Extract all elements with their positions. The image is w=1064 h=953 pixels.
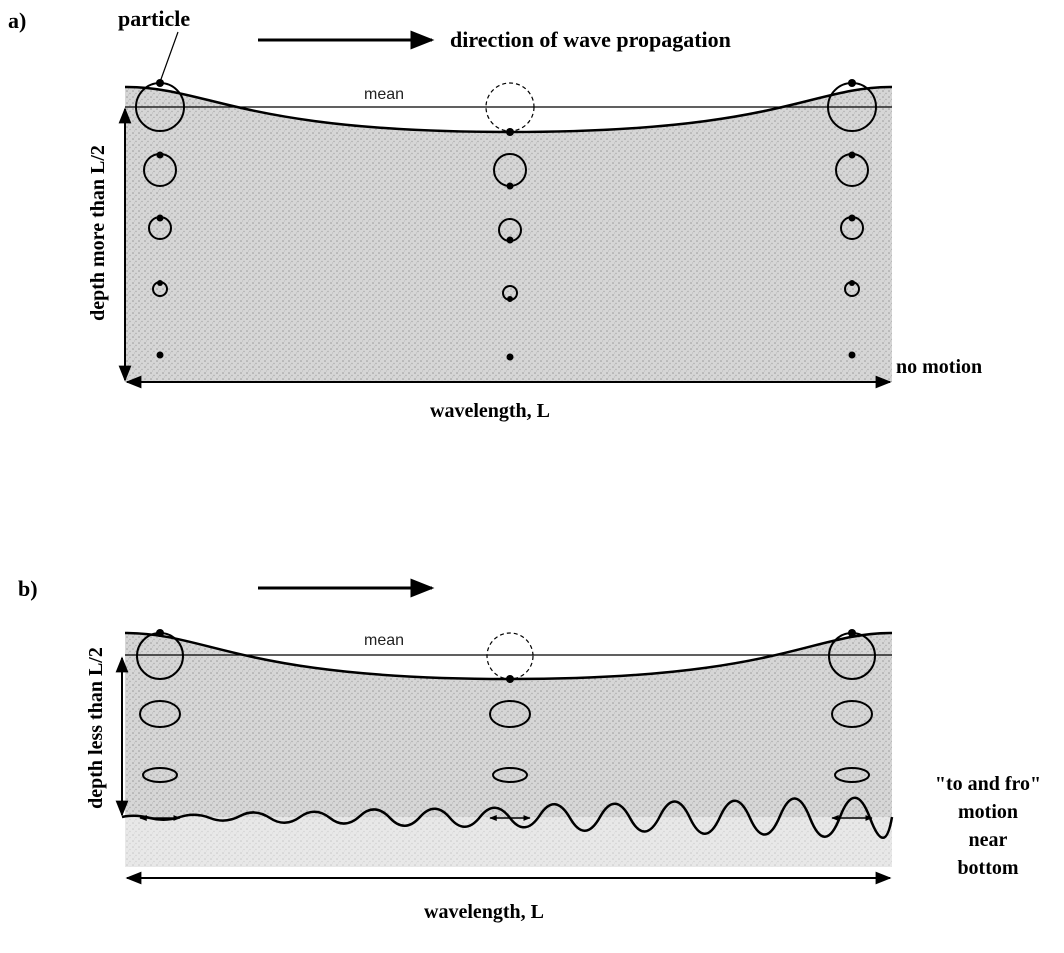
panel-b-label: b) bbox=[18, 576, 38, 601]
panel-a-label: a) bbox=[8, 8, 27, 33]
to-and-fro-line-1: "to and fro" bbox=[934, 773, 1042, 795]
particle-pointer-line bbox=[159, 31, 179, 83]
panel-a-water bbox=[125, 87, 892, 382]
panel-a-depth-label: depth more than L/2 bbox=[87, 145, 109, 321]
particle-label: particle bbox=[118, 6, 191, 31]
panel-a-particles-right bbox=[848, 79, 856, 359]
panel-b-orbit-middle-surface bbox=[486, 632, 534, 680]
to-and-fro-line-4: bottom bbox=[957, 857, 1019, 879]
direction-of-wave-propagation-label: direction of wave propagation bbox=[450, 27, 731, 52]
panel-b-mean-label: mean bbox=[364, 632, 405, 649]
panel-b bbox=[115, 578, 894, 885]
panel-b-wavelength-label: wavelength, L bbox=[424, 901, 544, 923]
panel-b-water bbox=[125, 633, 892, 817]
panel-b-particle-right bbox=[848, 629, 856, 637]
panel-b-particle-left bbox=[156, 629, 164, 637]
panel-b-orbits-middle bbox=[489, 700, 531, 783]
panel-b-seabed bbox=[125, 817, 892, 867]
panel-a-mean-label: mean bbox=[364, 86, 405, 103]
no-motion-label: no motion bbox=[896, 356, 983, 378]
panel-b-particle-middle bbox=[506, 675, 514, 683]
panel-a-particles-middle bbox=[506, 128, 514, 361]
panel-b-orbits-left bbox=[136, 632, 184, 783]
to-and-fro-line-2: motion bbox=[958, 801, 1018, 823]
panel-b-depth-label: depth less than L/2 bbox=[85, 647, 107, 809]
to-and-fro-line-3: near bbox=[968, 829, 1008, 851]
panel-a-particles-left bbox=[156, 79, 164, 359]
to-and-fro-label: "to and fro" motion near bottom bbox=[918, 770, 1058, 882]
panel-a-wavelength-label: wavelength, L bbox=[430, 400, 550, 422]
panel-a bbox=[118, 30, 893, 389]
